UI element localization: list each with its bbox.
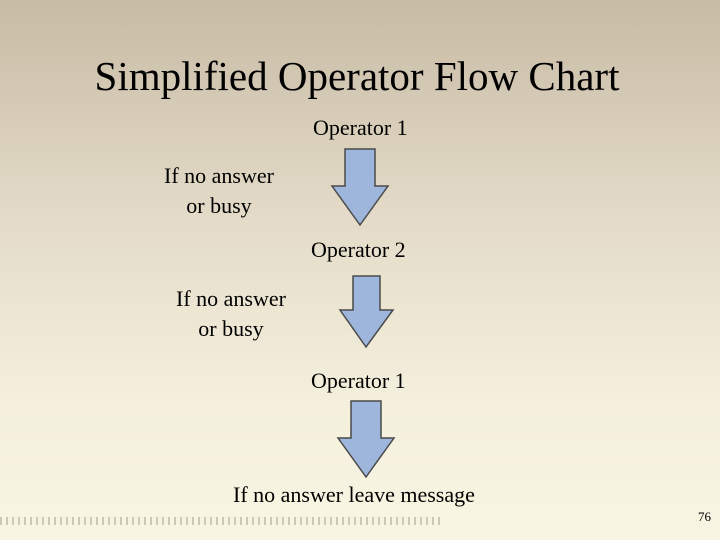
condition-line-2: or busy: [198, 316, 264, 341]
node-operator-2: Operator 2: [311, 237, 406, 262]
node-operator-1: Operator 1: [313, 115, 408, 140]
down-arrow-2: [338, 275, 395, 349]
page-number: 76: [698, 509, 711, 524]
footer-decoration: [0, 517, 440, 525]
condition-line-1: If no answer: [176, 286, 286, 311]
down-arrow-1: [330, 148, 390, 227]
slide-title: Simplified Operator Flow Chart: [94, 53, 620, 99]
condition-no-answer-or-busy-1: If no answer or busy: [146, 161, 292, 221]
node-leave-message: If no answer leave message: [233, 482, 475, 507]
down-arrow-3: [336, 400, 396, 479]
condition-line-2: or busy: [186, 193, 252, 218]
down-arrow-3-shape: [336, 400, 396, 479]
down-arrow-1-shape: [330, 148, 390, 227]
condition-no-answer-or-busy-2: If no answer or busy: [158, 284, 304, 344]
condition-line-1: If no answer: [164, 163, 274, 188]
down-arrow-2-shape: [338, 275, 395, 349]
node-operator-1-return: Operator 1: [311, 368, 406, 393]
